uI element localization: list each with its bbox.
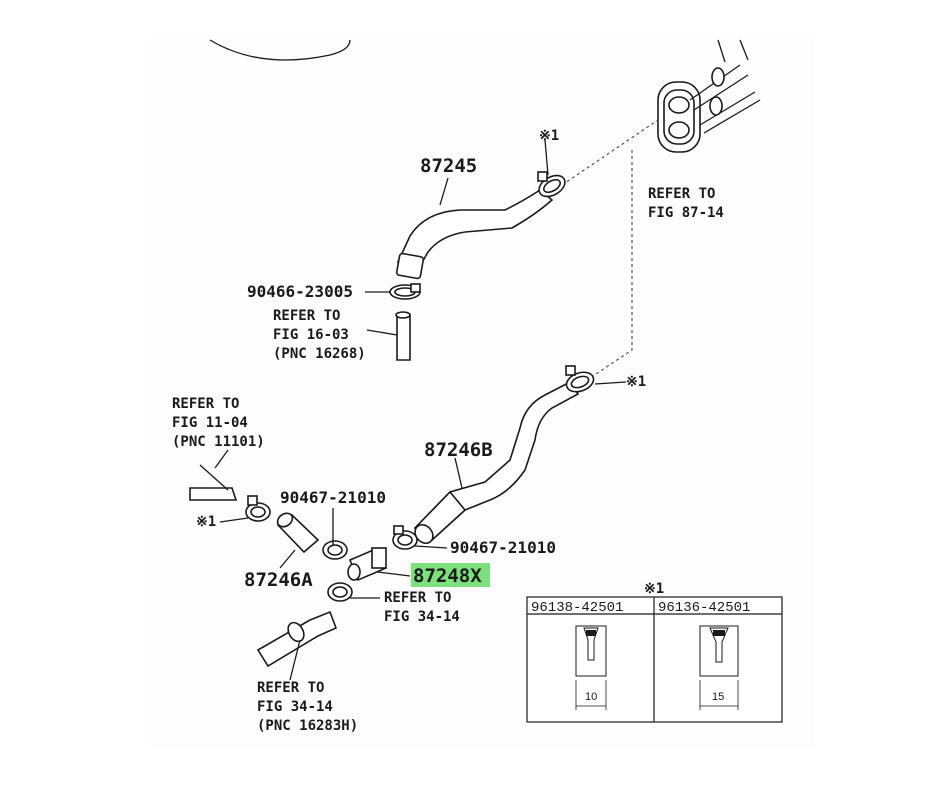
grommet-pipes xyxy=(689,39,761,134)
ref-87-14-line1: REFER TO xyxy=(648,186,715,202)
joint-87248x-shape xyxy=(347,546,388,582)
hose-87246a-shape xyxy=(276,512,320,554)
ref-34-14-b-line3: (PNC 16283H) xyxy=(257,718,358,734)
label-87246b: 87246B xyxy=(424,439,493,461)
table-marker: ※1 xyxy=(644,581,664,597)
clamp-90467-right xyxy=(392,525,418,550)
clamp-drawing-10: 10 xyxy=(575,625,607,710)
label-90467-21010-left: 90467-21010 xyxy=(280,488,386,507)
pipe-16268 xyxy=(395,311,411,361)
hose-16283h xyxy=(256,610,338,668)
pipe-11101 xyxy=(189,464,238,501)
highlight-87248x xyxy=(411,563,490,587)
ref-34-14-b-line1: REFER TO xyxy=(257,680,324,696)
marker-1-left: ※1 xyxy=(196,514,216,530)
hose-87246b-shape xyxy=(413,380,580,545)
ref-34-14-b-line2: FIG 34-14 xyxy=(257,699,333,715)
label-90466-23005: 90466-23005 xyxy=(247,282,353,301)
top-component-edge xyxy=(209,39,351,61)
clamp-87245-top xyxy=(537,171,566,198)
leader-lines xyxy=(214,139,627,681)
table-header-col1: 96138-42501 xyxy=(531,600,623,616)
label-87246a: 87246A xyxy=(244,569,313,591)
clamp-drawing-15: 15 xyxy=(699,625,739,710)
hose-87245-shape xyxy=(395,189,554,280)
clamp-90466 xyxy=(389,283,421,300)
marker-1-top: ※1 xyxy=(539,128,559,144)
label-87245: 87245 xyxy=(420,155,477,177)
ref-87-14-line2: FIG 87-14 xyxy=(648,205,724,221)
label-90467-21010-right: 90467-21010 xyxy=(450,538,556,557)
ref-11-04-line3: (PNC 11101) xyxy=(172,434,265,450)
clamp-left xyxy=(245,495,271,522)
clamp-87246b-top xyxy=(565,365,595,393)
clamp-table: ※1 96138-42501 96136-42501 10 15 xyxy=(526,581,783,723)
ref-16-03-line2: FIG 16-03 xyxy=(273,327,349,343)
clamp-bottom xyxy=(327,582,353,602)
marker-1-right: ※1 xyxy=(626,374,646,390)
ref-16-03-line3: (PNC 16268) xyxy=(273,346,366,362)
ref-11-04-line1: REFER TO xyxy=(172,396,239,412)
ref-16-03-line1: REFER TO xyxy=(273,308,340,324)
dim-15: 15 xyxy=(712,691,724,703)
dim-10: 10 xyxy=(585,691,597,703)
leader-dash-2 xyxy=(589,150,633,379)
leader-dash-1 xyxy=(561,119,659,186)
table-header-col2: 96136-42501 xyxy=(658,600,750,616)
label-87248x: 87248X xyxy=(413,565,482,587)
ref-34-14-a-line2: FIG 34-14 xyxy=(384,609,460,625)
clamp-90467-left xyxy=(322,540,348,560)
ref-11-04-line2: FIG 11-04 xyxy=(172,415,248,431)
ref-34-14-a-line1: REFER TO xyxy=(384,590,451,606)
grommet xyxy=(657,81,701,153)
